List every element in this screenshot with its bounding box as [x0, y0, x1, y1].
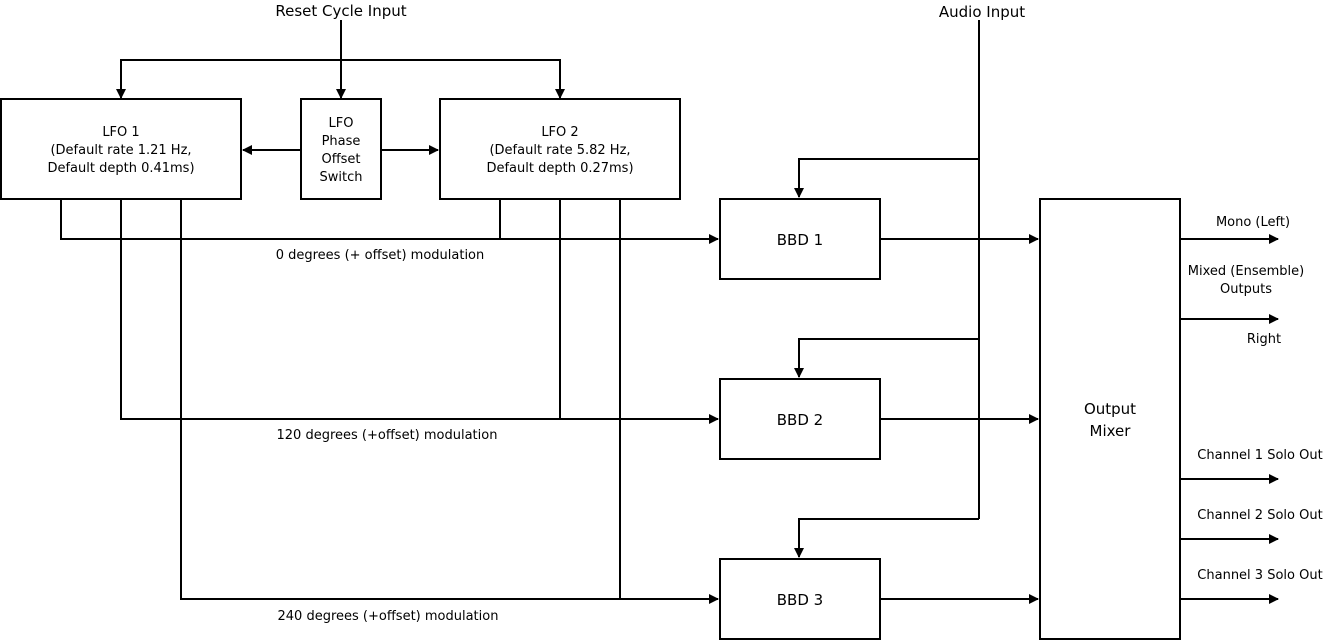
ch1-solo-label: Channel 1 Solo Out: [1197, 448, 1322, 463]
reset-cycle-input-label: Reset Cycle Input: [275, 2, 406, 20]
output-wiring: [1180, 234, 1279, 604]
lfo2-title: LFO 2: [541, 125, 578, 140]
mixer-line2: Mixer: [1090, 422, 1132, 440]
ch2-solo-label: Channel 2 Solo Out: [1197, 508, 1322, 523]
mixer-line1: Output: [1084, 400, 1136, 418]
mod-0-label: 0 degrees (+ offset) modulation: [276, 248, 485, 263]
switch-line4: Switch: [320, 170, 363, 185]
lfo1-rate: (Default rate 1.21 Hz,: [50, 143, 191, 158]
lfo2-depth: Default depth 0.27ms): [486, 161, 633, 176]
mod-240-label: 240 degrees (+offset) modulation: [278, 609, 499, 624]
lfo1-depth: Default depth 0.41ms): [47, 161, 194, 176]
mod-120-label: 120 degrees (+offset) modulation: [277, 428, 498, 443]
bbd3-label: BBD 3: [777, 591, 823, 609]
bbd2-label: BBD 2: [777, 411, 823, 429]
output-mixer-block: Output Mixer: [1039, 198, 1181, 640]
bbd-to-mixer-wiring: [880, 234, 1039, 604]
phase-offset-switch-block: LFO Phase Offset Switch: [300, 98, 382, 200]
audio-input-wiring: [794, 20, 980, 558]
lfo2-block: LFO 2 (Default rate 5.82 Hz, Default dep…: [439, 98, 681, 200]
switch-line3: Offset: [321, 152, 360, 167]
lfo1-title: LFO 1: [102, 125, 139, 140]
ch3-solo-label: Channel 3 Solo Out: [1197, 568, 1322, 583]
mono-left-label: Mono (Left): [1216, 215, 1290, 230]
switch-line2: Phase: [322, 134, 361, 149]
modulation-wiring: [60, 199, 719, 604]
lfo1-block: LFO 1 (Default rate 1.21 Hz, Default dep…: [0, 98, 242, 200]
bbd1-label: BBD 1: [777, 231, 823, 249]
audio-input-label: Audio Input: [939, 3, 1025, 21]
bbd2-block: BBD 2: [719, 378, 881, 460]
bbd3-block: BBD 3: [719, 558, 881, 640]
mixed-outputs-label-1: Mixed (Ensemble): [1188, 264, 1304, 279]
bbd1-block: BBD 1: [719, 198, 881, 280]
lfo2-rate: (Default rate 5.82 Hz,: [489, 143, 630, 158]
mixed-outputs-label-2: Outputs: [1220, 282, 1272, 297]
right-label: Right: [1247, 332, 1281, 347]
reset-cycle-wiring: [116, 20, 565, 99]
switch-line1: LFO: [329, 116, 354, 131]
